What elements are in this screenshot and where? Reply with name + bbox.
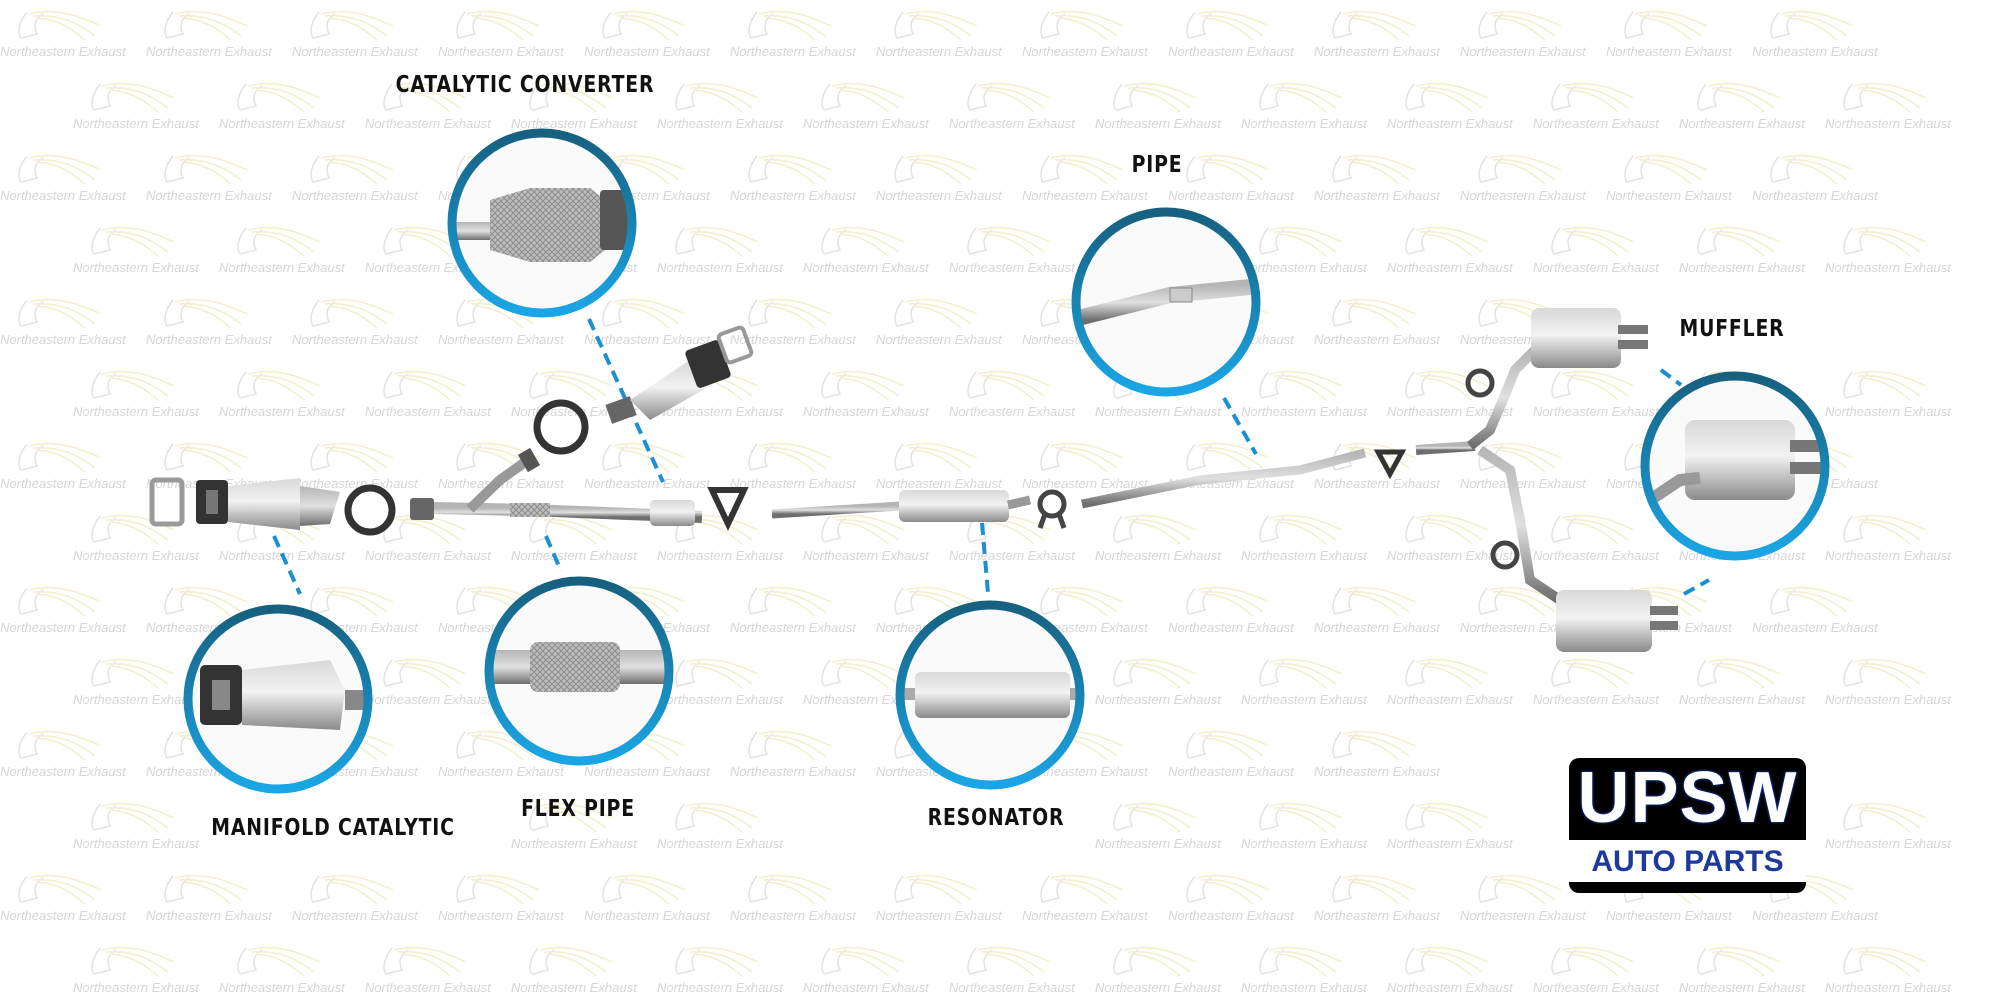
clamp bbox=[1037, 489, 1067, 519]
leader-flex-pipe bbox=[544, 535, 563, 572]
label-pipe: PIPE bbox=[1131, 152, 1183, 178]
leader-lines bbox=[272, 318, 1710, 596]
clamp-3 bbox=[1490, 540, 1520, 570]
label-flex-pipe: FLEX PIPE bbox=[521, 796, 635, 822]
detail-circle-catalytic-converter bbox=[447, 128, 637, 318]
logo-sub-text: AUTO PARTS bbox=[1569, 840, 1806, 882]
muffler-top-part bbox=[1531, 308, 1648, 368]
exhaust-parts bbox=[149, 308, 1678, 652]
label-manifold-catalytic: MANIFOLD CATALYTIC bbox=[211, 815, 455, 841]
flex-section bbox=[510, 503, 550, 517]
label-resonator: RESONATOR bbox=[927, 805, 1065, 831]
ring-gasket-2 bbox=[533, 399, 589, 455]
leader-muffler-bottom bbox=[1683, 578, 1710, 596]
flange-gasket-2 bbox=[1373, 449, 1407, 480]
cat-gasket bbox=[716, 325, 754, 365]
detail-circle-manifold-catalytic bbox=[183, 604, 373, 794]
leader-resonator bbox=[980, 522, 990, 594]
label-muffler: MUFFLER bbox=[1679, 316, 1785, 342]
muffler-bottom-part bbox=[1556, 590, 1678, 652]
upsw-logo: UPSW AUTO PARTS bbox=[1569, 758, 1806, 893]
leader-pipe bbox=[1222, 397, 1258, 455]
clamp-2 bbox=[1465, 368, 1495, 398]
intermediate-pipe bbox=[1081, 448, 1367, 509]
detail-circle-muffler bbox=[1640, 371, 1830, 561]
flange-gasket bbox=[707, 487, 749, 532]
logo-main-text: UPSW bbox=[1577, 758, 1798, 838]
resonator-part bbox=[899, 490, 1009, 522]
y-pipe bbox=[1415, 346, 1563, 605]
detail-circle-flex-pipe bbox=[484, 576, 674, 766]
flange bbox=[410, 498, 434, 520]
detail-circle-pipe bbox=[1071, 207, 1261, 397]
leader-manifold-catalytic bbox=[272, 535, 302, 595]
detail-circle-resonator bbox=[895, 600, 1085, 790]
leader-muffler-top bbox=[1659, 368, 1683, 387]
manifold-catalytic-part bbox=[196, 478, 340, 530]
leader-catalytic-converter bbox=[587, 318, 665, 483]
ring-gasket bbox=[344, 484, 396, 536]
manifold-gasket bbox=[149, 477, 185, 527]
label-catalytic-converter: CATALYTIC CONVERTER bbox=[395, 72, 655, 98]
catalytic-converter-part bbox=[605, 340, 731, 424]
